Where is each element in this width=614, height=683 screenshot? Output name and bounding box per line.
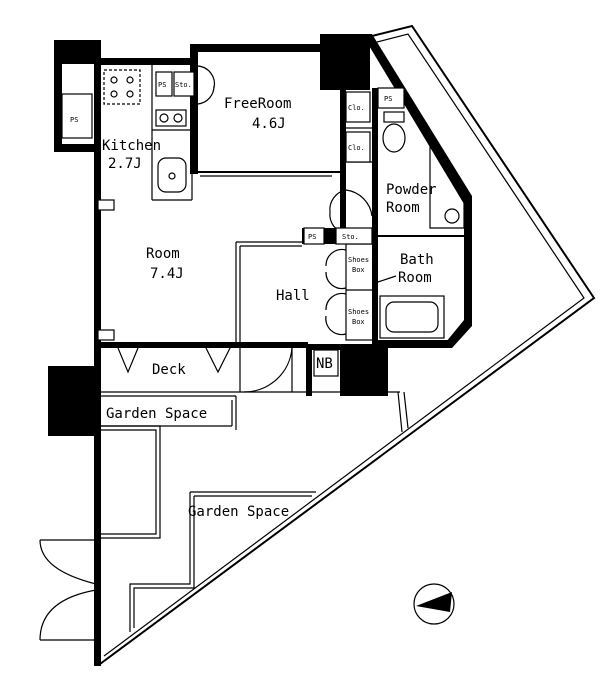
- ps-top-right-label: PS: [384, 95, 392, 103]
- nb-label: NB: [316, 356, 333, 372]
- clo-1-label: Clo.: [348, 104, 365, 112]
- garden-space-1-label: Garden Space: [106, 406, 207, 422]
- doors: [39, 65, 397, 641]
- bath-room-label-1: Bath: [400, 252, 434, 268]
- powder-room-label-1: Powder: [386, 182, 437, 198]
- clo-2-label: Clo.: [348, 144, 365, 152]
- bath-room-label-2: Room: [398, 270, 432, 286]
- ps-hall-label: PS: [308, 233, 316, 241]
- stove-icon: [103, 69, 141, 105]
- north-arrow-icon: [413, 583, 455, 625]
- shoes-box-1-label-a: Shoes: [348, 256, 369, 264]
- sink-icon: [157, 157, 187, 193]
- shoes-box-2-label-b: Box: [352, 318, 365, 326]
- hall-label: Hall: [276, 288, 310, 304]
- small-label-boxes: [61, 71, 405, 377]
- deck-label: Deck: [152, 362, 186, 378]
- room-size: 7.4J: [150, 266, 184, 282]
- powder-room-label-2: Room: [386, 200, 420, 216]
- shoes-box-1-label-b: Box: [352, 266, 365, 274]
- free-room-label: FreeRoom: [224, 96, 291, 112]
- kitchen-size: 2.7J: [108, 156, 142, 172]
- free-room-size: 4.6J: [252, 116, 286, 132]
- garden-space-2-label: Garden Space: [188, 504, 289, 520]
- faucet-icon: [155, 109, 187, 127]
- ps-kitchen-label: PS: [158, 81, 166, 89]
- bathtub-icon: [379, 295, 445, 339]
- terrace-outline: [99, 24, 596, 665]
- sto-hall-label: Sto.: [342, 233, 359, 241]
- kitchen-label: Kitchen: [102, 138, 161, 154]
- washbasin-icon: [429, 133, 465, 229]
- ps-left-label: PS: [70, 116, 78, 124]
- room-label: Room: [146, 246, 180, 262]
- toilet-icon: [382, 111, 406, 153]
- shoes-box-2-label-a: Shoes: [348, 308, 369, 316]
- sto-top-label: Sto.: [175, 81, 192, 89]
